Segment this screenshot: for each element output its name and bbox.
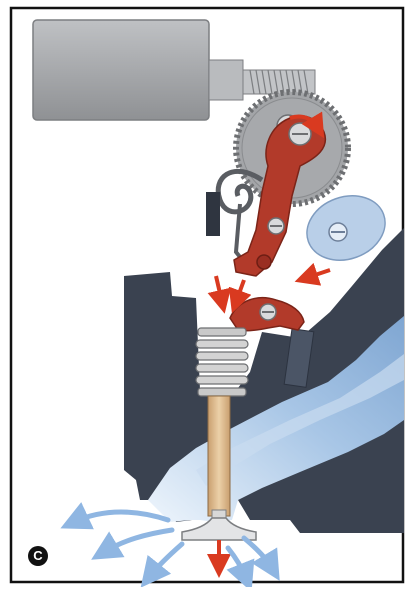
lever-joint (257, 255, 271, 269)
motor-collar (209, 60, 243, 100)
spring-anchor (206, 192, 220, 236)
valve-stem (208, 396, 230, 516)
panel-label: C (28, 546, 48, 566)
motor-body (33, 20, 209, 120)
motor-shaft-screw (243, 70, 315, 94)
